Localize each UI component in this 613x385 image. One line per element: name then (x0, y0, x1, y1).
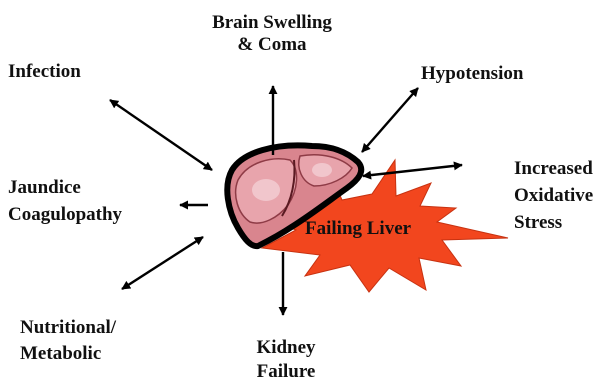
label-brain-swelling: Brain Swelling & Coma (197, 12, 347, 56)
label-nutritional-line1: Nutritional/ (20, 315, 116, 341)
label-brain-line2: & Coma (197, 34, 347, 56)
label-jaundice: Jaundice Coagulopathy (8, 174, 122, 228)
label-kidney-line1: Kidney (236, 336, 336, 360)
failing-liver-label: Failing Liver (305, 218, 411, 240)
label-brain-line1: Brain Swelling (197, 12, 347, 34)
label-nutritional: Nutritional/ Metabolic (20, 315, 116, 367)
label-kidney-failure: Kidney Failure (236, 336, 336, 384)
label-oxidative-line1: Increased (514, 155, 593, 182)
label-oxidative-stress: Increased Oxidative Stress (514, 155, 593, 236)
label-oxidative-line2: Oxidative (514, 182, 593, 209)
arrow-nutritional (122, 237, 203, 289)
arrow-hypotension (362, 88, 418, 152)
label-hypotension: Hypotension (421, 63, 523, 85)
label-jaundice-line2: Coagulopathy (8, 201, 122, 228)
arrow-oxidative (363, 165, 462, 176)
label-infection-line1: Infection (8, 61, 81, 83)
label-jaundice-line1: Jaundice (8, 174, 122, 201)
arrow-infection (110, 100, 212, 170)
label-oxidative-line3: Stress (514, 209, 593, 236)
label-kidney-line2: Failure (236, 360, 336, 384)
label-nutritional-line2: Metabolic (20, 341, 116, 367)
label-infection: Infection (8, 61, 81, 83)
label-hypotension-line1: Hypotension (421, 63, 523, 85)
